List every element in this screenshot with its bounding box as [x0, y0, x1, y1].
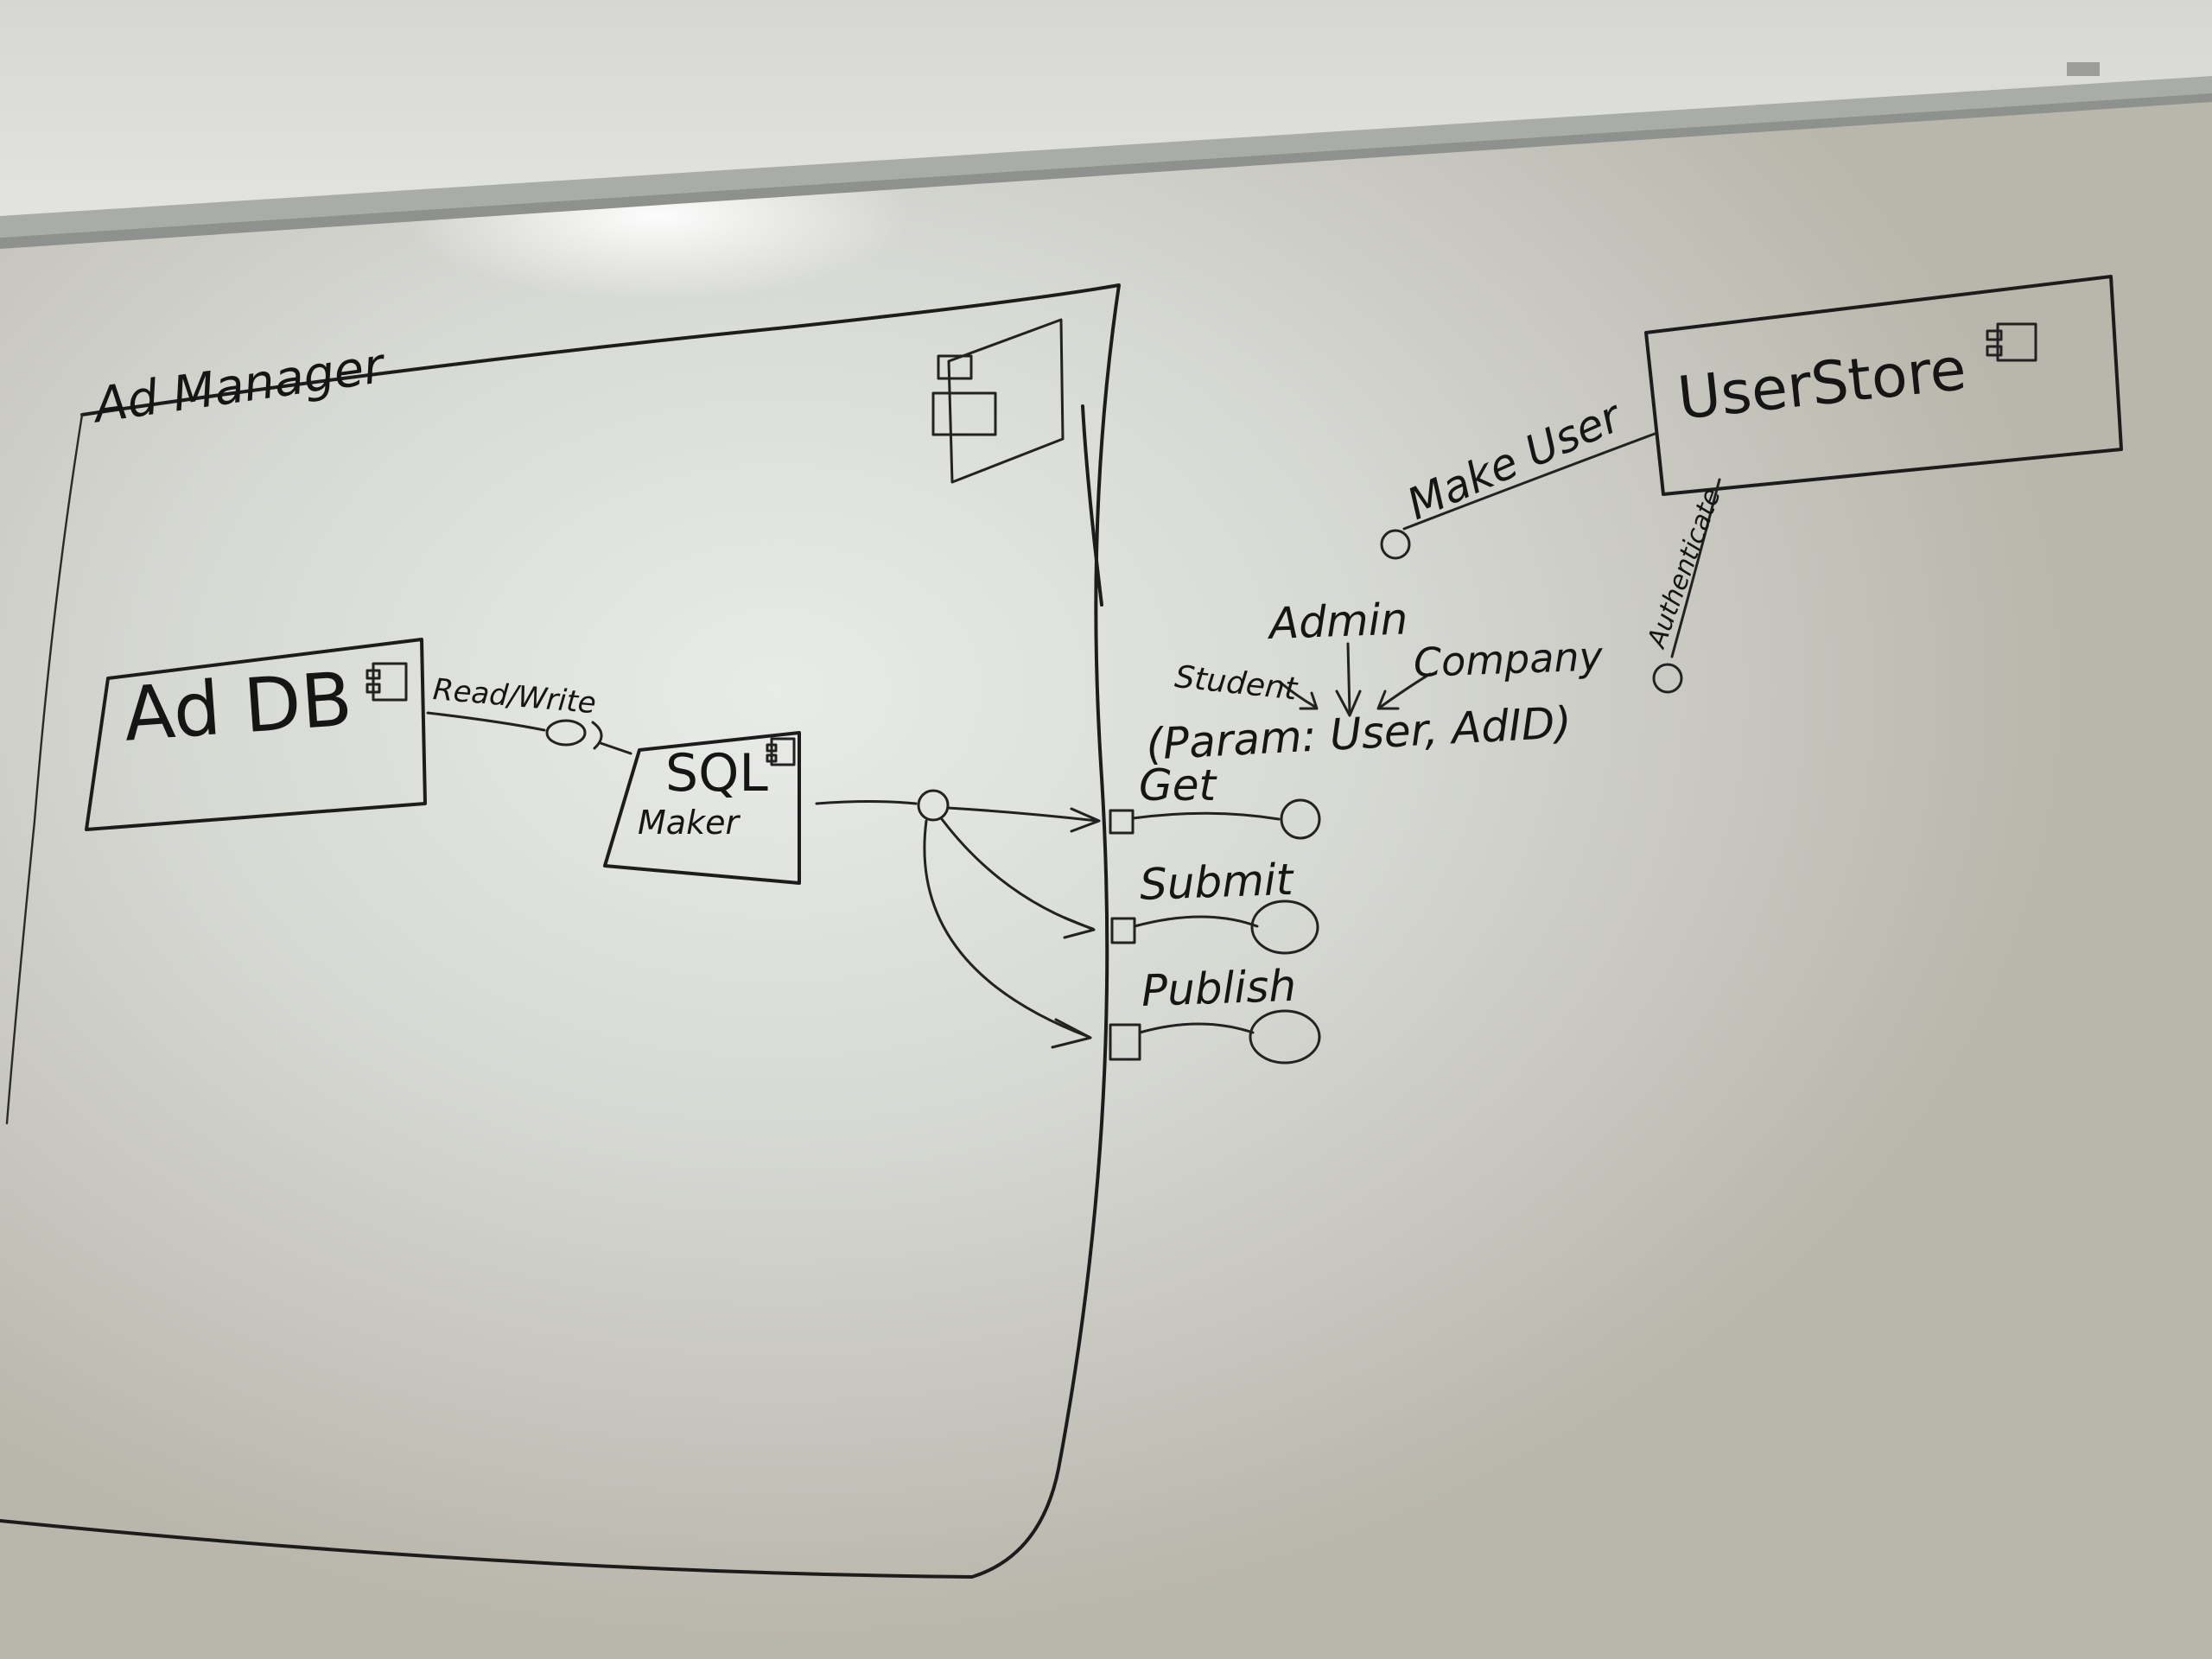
- sql-maker-box: [603, 731, 801, 885]
- ad-db-label: Ad DB: [121, 656, 355, 759]
- student-arrow: [1279, 681, 1317, 709]
- role-admin-label: Admin: [1268, 594, 1409, 649]
- make-user-lollipop: [1380, 529, 1411, 560]
- authenticate-lollipop: [1652, 663, 1683, 694]
- ad-manager-boundary: [0, 283, 1121, 1579]
- port-get-label: Get: [1139, 760, 1217, 810]
- port-submit: [1110, 899, 1319, 955]
- admin-arrow: [1346, 642, 1351, 715]
- ad-db-box: [85, 638, 427, 831]
- read-write-connector: [426, 711, 546, 732]
- ad-manager-component-icon: [931, 318, 1065, 484]
- port-submit-label: Submit: [1139, 854, 1294, 910]
- delegate-arrow-submit: [940, 817, 1095, 931]
- make-user-connector: [1402, 432, 1656, 531]
- port-publish-label: Publish: [1141, 960, 1298, 1016]
- read-write-socket: [591, 721, 603, 750]
- user-store-component-icon: [1986, 322, 2037, 362]
- ad-db-component-icon: [365, 662, 408, 702]
- sql-maker-component-icon: [766, 737, 796, 766]
- role-company-label: Company: [1413, 632, 1604, 686]
- port-get: [1109, 798, 1321, 840]
- port-publish: [1109, 1009, 1321, 1065]
- sql-maker-label-top: SQL: [665, 743, 768, 804]
- ad-manager-boundary-right-mark: [1081, 404, 1103, 607]
- sql-maker-interface-circle: [917, 789, 950, 822]
- sql-maker-provided-line: [815, 800, 918, 805]
- user-store-box: [1644, 275, 2123, 496]
- delegate-arrow-publish: [923, 819, 1090, 1039]
- authenticate-connector: [1670, 478, 1721, 658]
- ad-manager-boundary-left: [5, 413, 84, 1125]
- delegate-arrow-get: [946, 806, 1099, 823]
- company-arrow: [1379, 672, 1432, 709]
- sql-maker-label-bottom: Maker: [638, 804, 740, 842]
- read-write-lollipop: [545, 719, 587, 747]
